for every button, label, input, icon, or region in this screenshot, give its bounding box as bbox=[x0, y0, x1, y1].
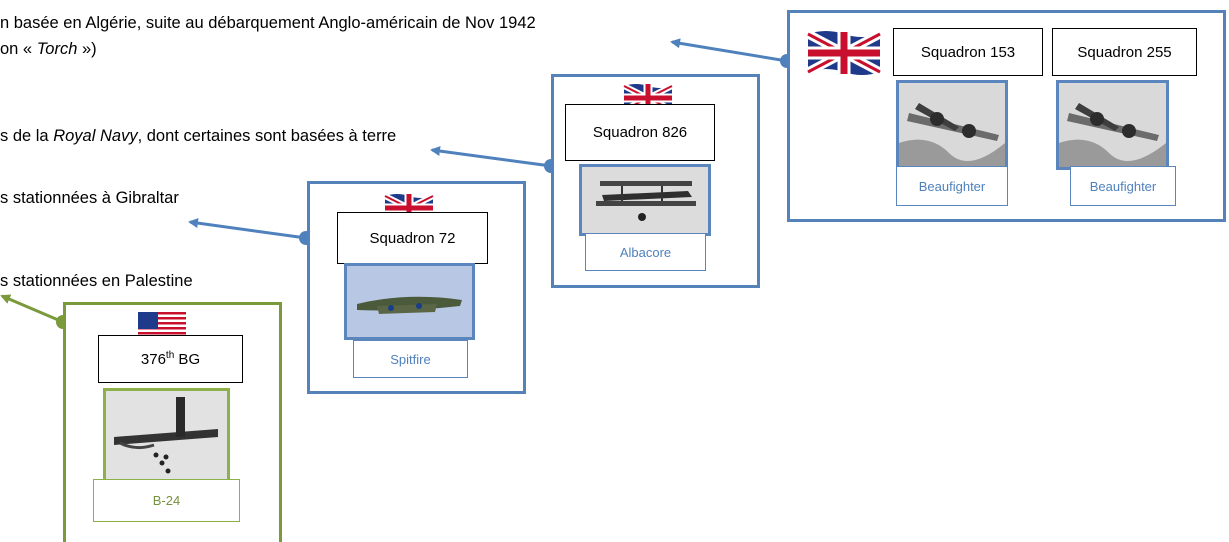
albacore-photo bbox=[579, 164, 711, 236]
squadron-label: Squadron 153 bbox=[920, 43, 1016, 61]
aircraft-name: Beaufighter bbox=[1089, 178, 1157, 194]
arrow-gibraltar bbox=[188, 218, 313, 245]
group-sup: th bbox=[165, 350, 175, 361]
arrow-palestine bbox=[0, 294, 70, 329]
aircraft-label-b24: B-24 bbox=[93, 479, 240, 522]
arrow-algeria bbox=[670, 38, 794, 68]
aircraft-name: Spitfire bbox=[390, 351, 431, 367]
text-line-torch: on « Torch ») bbox=[0, 40, 97, 59]
aircraft-label-spitfire: Spitfire bbox=[353, 340, 468, 378]
squadron-826-box: Squadron 826 bbox=[565, 104, 715, 161]
spitfire-photo bbox=[344, 263, 475, 340]
squadron-label: Squadron 826 bbox=[592, 124, 688, 141]
text-torch-post: ») bbox=[77, 40, 97, 58]
arrow-royal-navy bbox=[430, 146, 558, 173]
group-label: 376th BG bbox=[141, 350, 200, 368]
text-navy-post: , dont certaines sont basées à terre bbox=[137, 127, 397, 145]
group-num: 376 bbox=[140, 351, 166, 368]
beaufighter-photo bbox=[1056, 80, 1169, 170]
text-torch-pre: on « bbox=[0, 40, 37, 58]
squadron-153-box: Squadron 153 bbox=[893, 28, 1043, 76]
group-376-box: 376th BG bbox=[98, 335, 243, 383]
text-line-royal-navy: s de la Royal Navy, dont certaines sont … bbox=[0, 127, 396, 146]
uk-flag-icon bbox=[805, 28, 883, 83]
aircraft-label-albacore: Albacore bbox=[585, 233, 706, 271]
group-suffix: BG bbox=[174, 351, 201, 368]
text-palestine: s stationnées en Palestine bbox=[0, 272, 193, 290]
aircraft-label-beaufighter: Beaufighter bbox=[1070, 166, 1176, 206]
squadron-255-box: Squadron 255 bbox=[1052, 28, 1197, 76]
aircraft-name: Beaufighter bbox=[918, 178, 986, 194]
text-navy-pre: s de la bbox=[0, 127, 54, 145]
text-torch: Torch bbox=[36, 40, 78, 58]
squadron-label: Squadron 72 bbox=[369, 229, 456, 247]
beaufighter-photo bbox=[896, 80, 1008, 170]
aircraft-label-beaufighter: Beaufighter bbox=[896, 166, 1008, 206]
text-algeria: n basée en Algérie, suite au débarquemen… bbox=[0, 14, 536, 32]
aircraft-name: B-24 bbox=[152, 493, 181, 508]
text-line-palestine: s stationnées en Palestine bbox=[0, 272, 193, 291]
text-navy: Royal Navy bbox=[53, 127, 138, 145]
text-line-gibraltar: s stationnées à Gibraltar bbox=[0, 189, 179, 208]
text-gibraltar: s stationnées à Gibraltar bbox=[0, 189, 179, 207]
text-line-algeria: n basée en Algérie, suite au débarquemen… bbox=[0, 14, 536, 33]
squadron-label: Squadron 255 bbox=[1077, 43, 1172, 61]
b24-photo bbox=[103, 388, 230, 482]
squadron-72-box: Squadron 72 bbox=[337, 212, 488, 264]
aircraft-name: Albacore bbox=[619, 244, 672, 260]
